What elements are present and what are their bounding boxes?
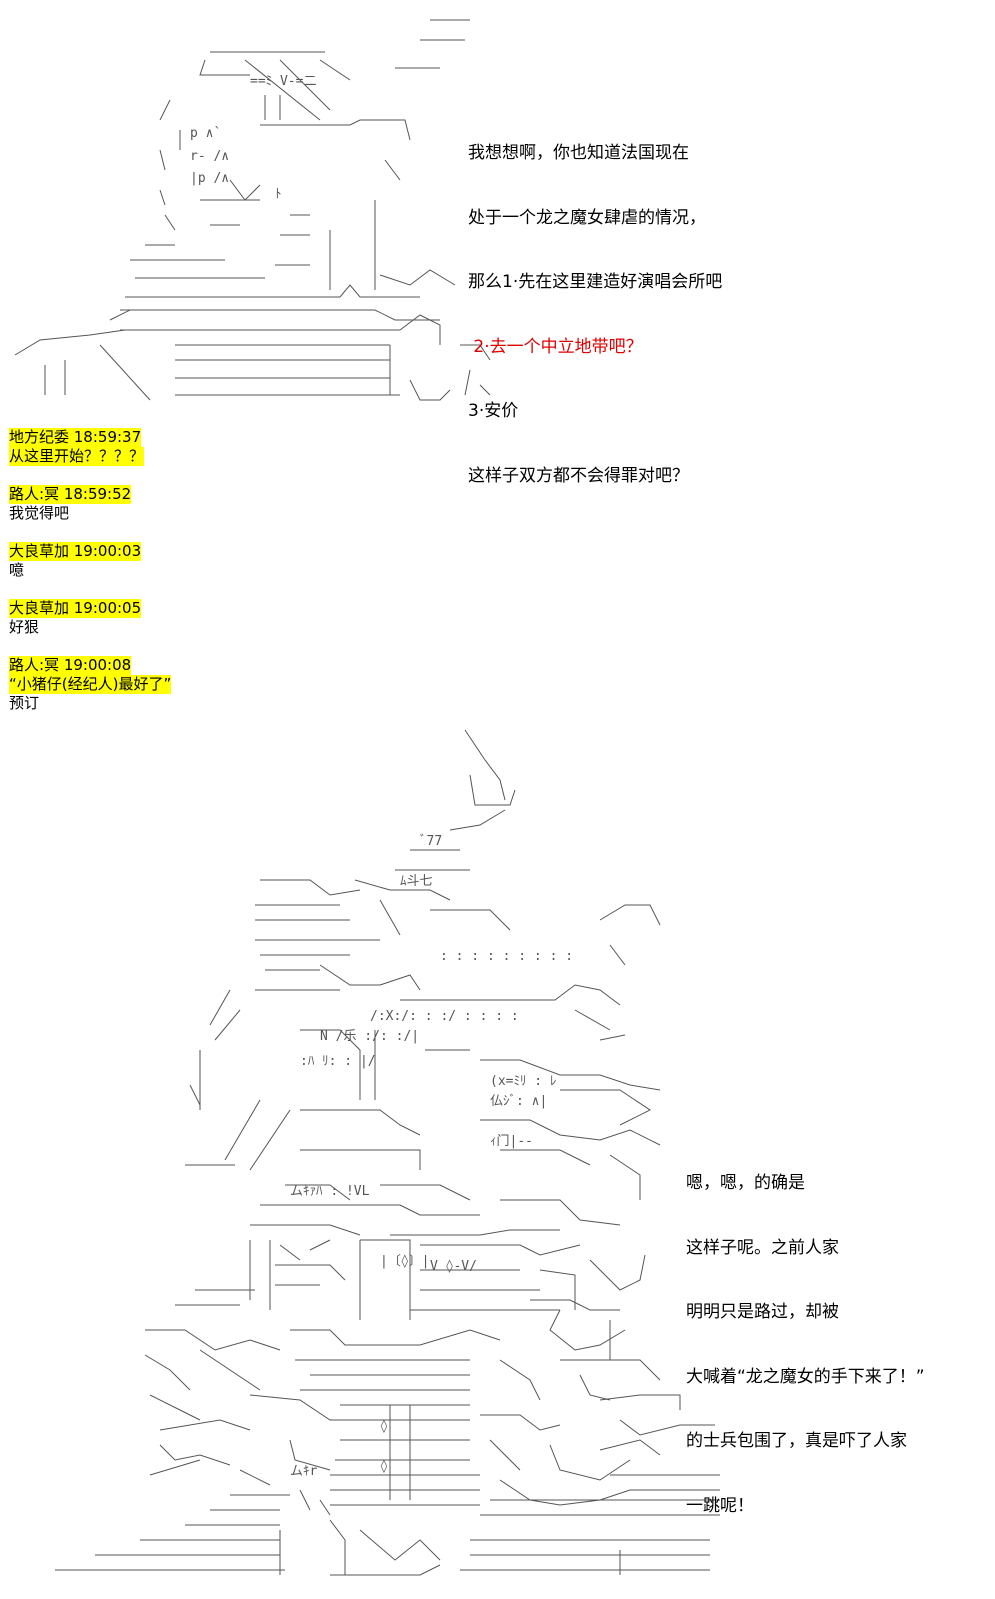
svg-text:N /乐 :/: :/|: N /乐 :/: :/| <box>320 1029 419 1044</box>
svg-text:◊: ◊ <box>380 1459 388 1474</box>
svg-text:ムｷr: ムｷr <box>290 1464 318 1479</box>
chat-message-header: 地方纪委 18:59:37 <box>9 428 142 447</box>
svg-text:|〔◊〕|: |〔◊〕| <box>380 1254 429 1269</box>
svg-text:ﾑ斗七: ﾑ斗七 <box>400 874 433 889</box>
chat-message-header: 路人:冥 19:00:08 <box>9 656 132 675</box>
chat-message-body: 我觉得吧 <box>9 504 70 522</box>
chat-message-header: 大良草加 19:00:05 <box>9 599 142 618</box>
speech-line: 3·安价 <box>468 401 519 421</box>
chat-message: 地方纪委 18:59:37 从这里开始？？？？ <box>9 428 171 466</box>
chat-message: 路人:冥 18:59:52 我觉得吧 <box>9 485 171 523</box>
speech-line: 明明只是路过，却被 <box>686 1302 839 1322</box>
chat-message: 路人:冥 19:00:08 “小猪仔(经纪人)最好了” 预订 <box>9 656 172 713</box>
speech-line: 大喊着“龙之魔女的手下来了！” <box>686 1366 925 1387</box>
chat-message-body: “小猪仔(经纪人)最好了” <box>9 675 172 694</box>
svg-text:ﾞ77: ﾞ77 <box>420 834 442 849</box>
svg-text:V ◊-V/: V ◊-V/ <box>430 1259 477 1274</box>
svg-text:仏ｼﾞ: ∧|: 仏ｼﾞ: ∧| <box>490 1094 547 1109</box>
svg-text::ﾊ ﾘ: : |/: :ﾊ ﾘ: : |/ <box>300 1054 376 1069</box>
speech-line: 这样子双方都不会得罪对吧？ <box>468 465 689 486</box>
ascii-art-top-figure: ==ﾐ V-=二 p ∧` r- /∧ |p /∧ ﾄ <box>14 19 491 401</box>
speech-text-bottom: 嗯，嗯，的确是 这样子呢。之前人家 明明只是路过，却被 大喊着“龙之魔女的手下来… <box>686 1130 925 1539</box>
speech-line: 我想想啊，你也知道法国现在 <box>468 143 689 163</box>
speech-line: 嗯，嗯，的确是 <box>686 1173 805 1193</box>
chat-message-header: 大良草加 19:00:03 <box>9 542 142 561</box>
svg-text:/:X:/: : :/ : : : :: /:X:/: : :/ : : : : <box>370 1009 519 1024</box>
chat-message: 大良草加 19:00:05 好狠 <box>9 599 171 637</box>
chat-message-body: 噫 <box>9 561 25 579</box>
chat-message-body: 预订 <box>9 694 40 712</box>
chat-message-body: 从这里开始？？？？ <box>9 447 145 466</box>
svg-text:ムｷｧﾊ : !VL: ムｷｧﾊ : !VL <box>290 1184 370 1199</box>
speech-line: 那么1·先在这里建造好演唱会所吧 <box>468 272 723 292</box>
speech-text-top: 我想想啊，你也知道法国现在 处于一个龙之魔女肆虐的情况， 那么1·先在这里建造好… <box>468 100 722 509</box>
chat-message-header: 路人:冥 18:59:52 <box>9 485 132 504</box>
chat-log: 地方纪委 18:59:37 从这里开始？？？？ 路人:冥 18:59:52 我觉… <box>9 428 172 732</box>
speech-line-option-highlight: 2·去一个中立地带吧？ <box>468 336 643 357</box>
ascii-art-bottom-figure: ﾞ77 ﾑ斗七 : : : : : : : : : /:X:/: : :/ : … <box>55 729 720 1576</box>
svg-text:==ﾐ V-=二: ==ﾐ V-=二 <box>250 74 316 89</box>
speech-line: 处于一个龙之魔女肆虐的情况， <box>468 207 706 228</box>
chat-message: 大良草加 19:00:03 噫 <box>9 542 171 580</box>
svg-text:: : : : : : : : :: : : : : : : : : : <box>440 949 573 964</box>
svg-text:ｨ门|--: ｨ门|-- <box>490 1134 533 1149</box>
svg-text:r- /∧: r- /∧ <box>190 149 229 164</box>
speech-line: 这样子呢。之前人家 <box>686 1237 839 1258</box>
speech-line: 的士兵包围了，真是吓了人家 <box>686 1431 907 1451</box>
svg-text:◊: ◊ <box>380 1419 388 1434</box>
speech-line: 一跳呢！ <box>686 1495 754 1516</box>
svg-text:(x=ﾐﾘ : ﾚ: (x=ﾐﾘ : ﾚ <box>490 1074 556 1089</box>
svg-text:|p /∧: |p /∧ <box>190 171 229 186</box>
svg-text:ﾄ: ﾄ <box>275 187 282 202</box>
chat-message-body: 好狠 <box>9 618 40 636</box>
svg-text:p ∧`: p ∧` <box>190 126 221 141</box>
